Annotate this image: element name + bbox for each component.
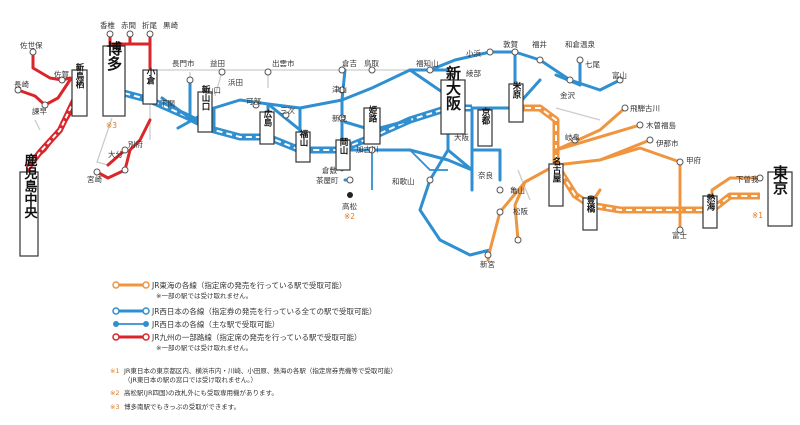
station-matsusaka: 松阪 [513, 206, 528, 216]
footnote-1-mark: ※1 [110, 367, 120, 375]
legend-kyushu: JR九州の一部路線（指定席の発売を行っている駅で受取可能） [151, 332, 362, 342]
station-kanazawa: 金沢 [560, 90, 575, 100]
station-kurayoshi: 倉吉 [342, 58, 357, 68]
station-nagatoshi: 長門市 [172, 58, 195, 68]
station-nagasaki: 長崎 [14, 79, 29, 89]
station-hakata: 博多 [105, 40, 123, 72]
legend-west-all: JR西日本の各線（指定券の発売を行っている全ての駅で受取可能） [151, 306, 377, 316]
station-fukui: 福井 [532, 39, 547, 49]
station-fukuchiyama: 福知山 [416, 58, 439, 68]
station-fukuyama: 福山 [298, 129, 309, 148]
legend-central-sub: ※一部の駅では受け取れません。 [156, 291, 252, 300]
station-okayama: 岡山 [338, 138, 348, 156]
station-beppu: 別府 [128, 139, 143, 149]
footnote-1: JR東日本の東京都区内、横浜市内・川崎、小田原、熱海の各駅（指定席券売機等で受取… [123, 366, 397, 375]
station-shin-tosu: 新鳥栖 [74, 63, 84, 90]
station-wakayama: 和歌山 [392, 176, 415, 186]
station-nanao: 七尾 [585, 60, 600, 69]
station-dots [14, 30, 764, 259]
station-kurosaki: 黒崎 [163, 20, 178, 30]
note-mark-1: ※1 [752, 211, 763, 220]
station-kofu: 甲府 [686, 155, 701, 165]
legend: JR東海の各線（指定席の発売を行っている駅で受取可能） ※一部の駅では受け取れま… [112, 280, 377, 352]
footnote-1b: （JR東日本の駅の窓口では受け取れません。） [124, 375, 257, 384]
station-chayamachi: 茶屋町 [316, 175, 339, 185]
station-niimi: 新見 [332, 113, 347, 123]
station-miyoshi: 三次 [280, 105, 295, 115]
station-kakogawa: 加古川 [356, 144, 379, 154]
station-miyazaki: 宮崎 [87, 174, 102, 184]
station-shin-yamaguchi: 新山口 [200, 85, 210, 112]
station-osaka: 大阪 [454, 132, 469, 142]
station-masuda: 益田 [210, 58, 225, 68]
station-fuji: 富士 [672, 230, 687, 240]
legend-kyushu-sub: ※一部の駅では受け取れません。 [156, 343, 252, 352]
station-shimonoseki: 下関 [160, 99, 175, 108]
footnote-2-mark: ※2 [110, 389, 120, 397]
station-kashii: 香椎 [100, 20, 115, 30]
footnote-2: 高松駅(JR四国)の改札外にも受取専用機があります。 [124, 388, 278, 397]
station-hamada: 浜田 [228, 77, 243, 87]
station-boxes [19, 45, 793, 257]
footnotes: ※1 JR東日本の東京都区内、横浜市内・川崎、小田原、熱海の各駅（指定席券売機等… [110, 366, 397, 411]
station-himeji: 姫路 [367, 105, 377, 124]
station-orio: 折尾 [142, 20, 157, 30]
note-mark-3: ※3 [106, 121, 117, 130]
station-wakuraonsen: 和倉温泉 [565, 39, 595, 49]
station-tottori: 鳥取 [364, 58, 379, 68]
station-izumoshi: 出雲市 [272, 58, 295, 68]
station-toyohashi: 豊橋 [585, 195, 595, 214]
station-takamatsu: 高松 [342, 201, 357, 211]
note-mark-2: ※2 [344, 212, 355, 221]
jr-central-lines [486, 106, 762, 262]
station-oita: 大分 [108, 149, 123, 159]
station-isahaya: 諫早 [32, 106, 47, 116]
station-ayabe: 綾部 [466, 68, 481, 78]
station-kagoshima: 鹿児島中央 [22, 153, 39, 220]
station-shingu: 新宮 [480, 259, 495, 269]
boxed-labels: 鹿児島中央 新鳥栖 博多 小倉 新山口 広島 福山 岡山 姫路 新大阪 京都 米… [22, 40, 790, 220]
jr-kyushu-shinkansen [25, 90, 81, 170]
station-shin-osaka: 新大阪 [444, 65, 462, 112]
station-gifu: 岐阜 [565, 132, 580, 142]
station-iida: 伊那市 [656, 138, 679, 148]
footnote-3-mark: ※3 [110, 403, 120, 411]
station-nara: 奈良 [478, 170, 493, 180]
station-akama: 赤間 [121, 21, 136, 30]
takamatsu-dot [347, 192, 353, 198]
station-nagoya: 名古屋 [551, 157, 561, 184]
station-kyoto: 京都 [480, 107, 491, 126]
station-shimoga: 下曽我 [736, 174, 759, 184]
jr-west-main-lines [371, 149, 448, 190]
station-tsuyama: 津山 [332, 84, 347, 94]
station-kokura: 小倉 [145, 67, 156, 86]
station-atami: 熱海 [705, 193, 715, 212]
station-obama: 小浜 [466, 48, 481, 58]
station-kameyama: 亀山 [510, 185, 525, 195]
legend-central: JR東海の各線（指定席の発売を行っている駅で受取可能） [151, 280, 347, 290]
station-kiso-fukushima: 木曽福島 [646, 120, 676, 130]
station-kurashiki: 倉敷 [322, 165, 337, 175]
legend-west-main: JR西日本の各線（主な駅で受取可能） [151, 319, 279, 329]
station-tsuruga: 敦賀 [503, 39, 518, 49]
station-hida-furukawa: 飛騨古川 [630, 103, 660, 113]
footnote-3: 博多南駅でもきっぷの受取ができます。 [124, 402, 240, 411]
station-kabe: 可部 [246, 96, 261, 106]
station-maibara: 米原 [511, 81, 521, 100]
station-saga: 佐賀 [54, 69, 69, 79]
station-sasebo: 佐世保 [20, 40, 43, 50]
station-toyama: 富山 [612, 70, 627, 80]
station-tokyo: 東京 [771, 164, 789, 196]
station-hiroshima: 広島 [262, 109, 272, 128]
station-labels: 佐世保 長崎 諫早 佐賀 香椎 赤間 折尾 黒崎 宮崎 大分 別府 下関 長門市… [14, 20, 759, 269]
jr-west-shinkansen [104, 84, 472, 154]
station-yamaguchi: 山口 [206, 85, 221, 95]
